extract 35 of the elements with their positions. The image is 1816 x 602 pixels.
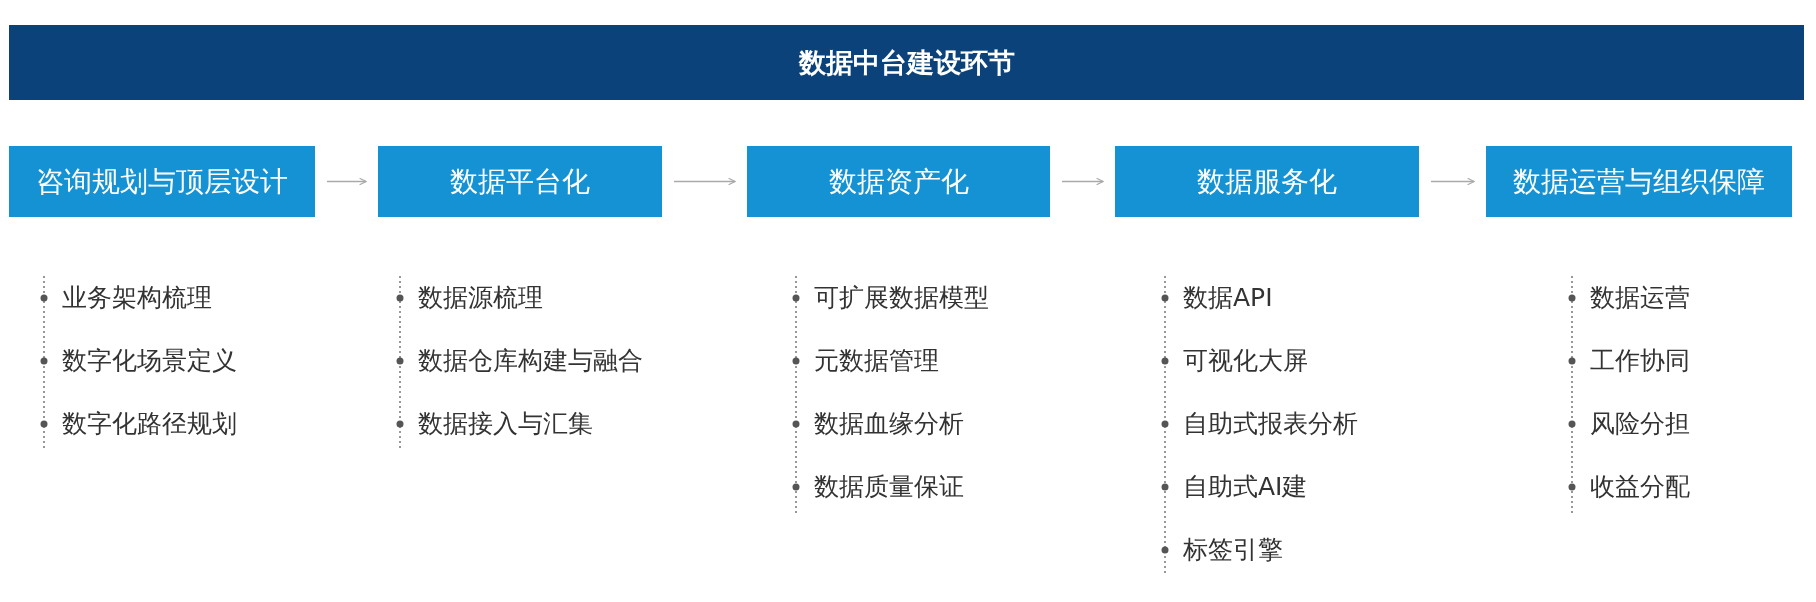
stage-label: 咨询规划与顶层设计 <box>36 163 288 200</box>
list-item-text: 数据运营 <box>1590 283 1690 313</box>
list-item-text: 数据API <box>1183 283 1273 313</box>
list-item-text: 标签引擎 <box>1183 535 1283 565</box>
stage-label: 数据资产化 <box>828 163 969 200</box>
list-item-text: 收益分配 <box>1590 472 1690 502</box>
list-item-text: 工作协同 <box>1590 346 1690 376</box>
arrow <box>326 177 367 186</box>
list-item-text: 自助式AI建 <box>1183 472 1308 502</box>
arrow <box>673 177 736 186</box>
list-item-text: 可扩展数据模型 <box>814 283 989 313</box>
stage-box <box>747 146 1050 217</box>
list-item-text: 数据源梳理 <box>418 283 543 313</box>
arrow <box>1430 177 1475 186</box>
stage-label: 数据运营与组织保障 <box>1513 163 1765 200</box>
stage-box <box>9 146 315 217</box>
title-banner <box>9 25 1804 100</box>
list-item-text: 风险分担 <box>1590 409 1690 439</box>
list-item-text: 数据仓库构建与融合 <box>418 346 643 376</box>
title-text: 数据中台建设环节 <box>798 45 1015 80</box>
list-item-text: 数字化场景定义 <box>62 346 237 376</box>
arrow <box>1061 177 1104 186</box>
stage-box <box>378 146 662 217</box>
list-item-text: 数据血缘分析 <box>814 409 964 439</box>
list-item-text: 元数据管理 <box>814 346 939 376</box>
list-item-text: 自助式报表分析 <box>1183 409 1358 439</box>
stage-box <box>1486 146 1792 217</box>
list-item-text: 数字化路径规划 <box>62 409 237 439</box>
list-item-text: 数据接入与汇集 <box>418 409 593 439</box>
stage-box <box>1115 146 1419 217</box>
stage-label: 数据服务化 <box>1197 163 1337 200</box>
stage-label: 数据平台化 <box>450 163 590 200</box>
list-item-text: 数据质量保证 <box>814 472 964 502</box>
list-item-text: 业务架构梳理 <box>62 283 212 313</box>
list-item-text: 可视化大屏 <box>1183 346 1308 376</box>
